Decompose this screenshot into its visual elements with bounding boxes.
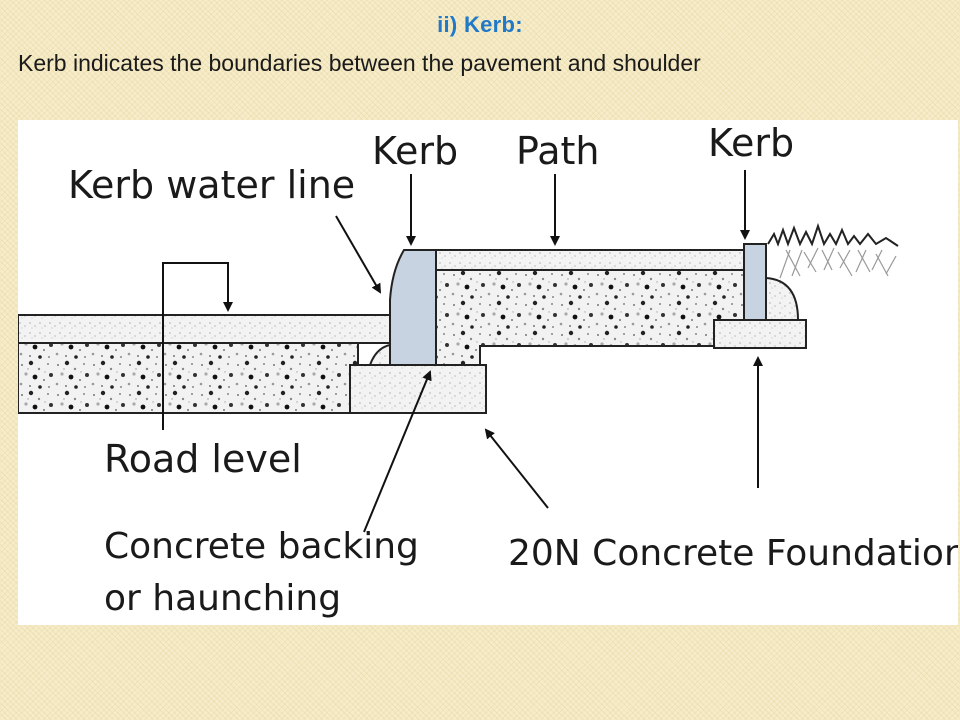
road-base-layer [18,342,359,414]
left-kerb-foundation [349,364,487,414]
grass-verge [767,222,899,279]
road-surface-layer [18,314,391,344]
right-kerb [743,243,767,321]
arrow-road-level [162,262,233,430]
right-kerb-foundation [713,319,807,349]
label-concrete-backing-line2: or haunching [104,578,341,619]
label-kerb-right: Kerb [708,121,794,165]
slide-description: Kerb indicates the boundaries between th… [18,50,701,76]
path-surface-layer [435,249,747,271]
arrow-concrete-backing [363,370,432,533]
label-road-level: Road level [104,437,302,481]
slide-heading: ii) Kerb: [437,12,523,37]
path-base-layer [435,269,747,366]
arrow-foundation-left [484,428,549,509]
label-path: Path [516,129,599,173]
left-kerb [389,249,437,366]
label-kerb-water-line: Kerb water line [68,163,355,207]
label-foundation: 20N Concrete Foundation [508,533,958,574]
arrow-kerb-water-line [335,215,382,294]
right-kerb-haunching [765,276,800,321]
label-kerb-left: Kerb [372,129,458,173]
kerb-diagram: Kerb water line Kerb Path Kerb Road leve… [18,120,958,625]
label-concrete-backing-line1: Concrete backing [104,526,419,567]
